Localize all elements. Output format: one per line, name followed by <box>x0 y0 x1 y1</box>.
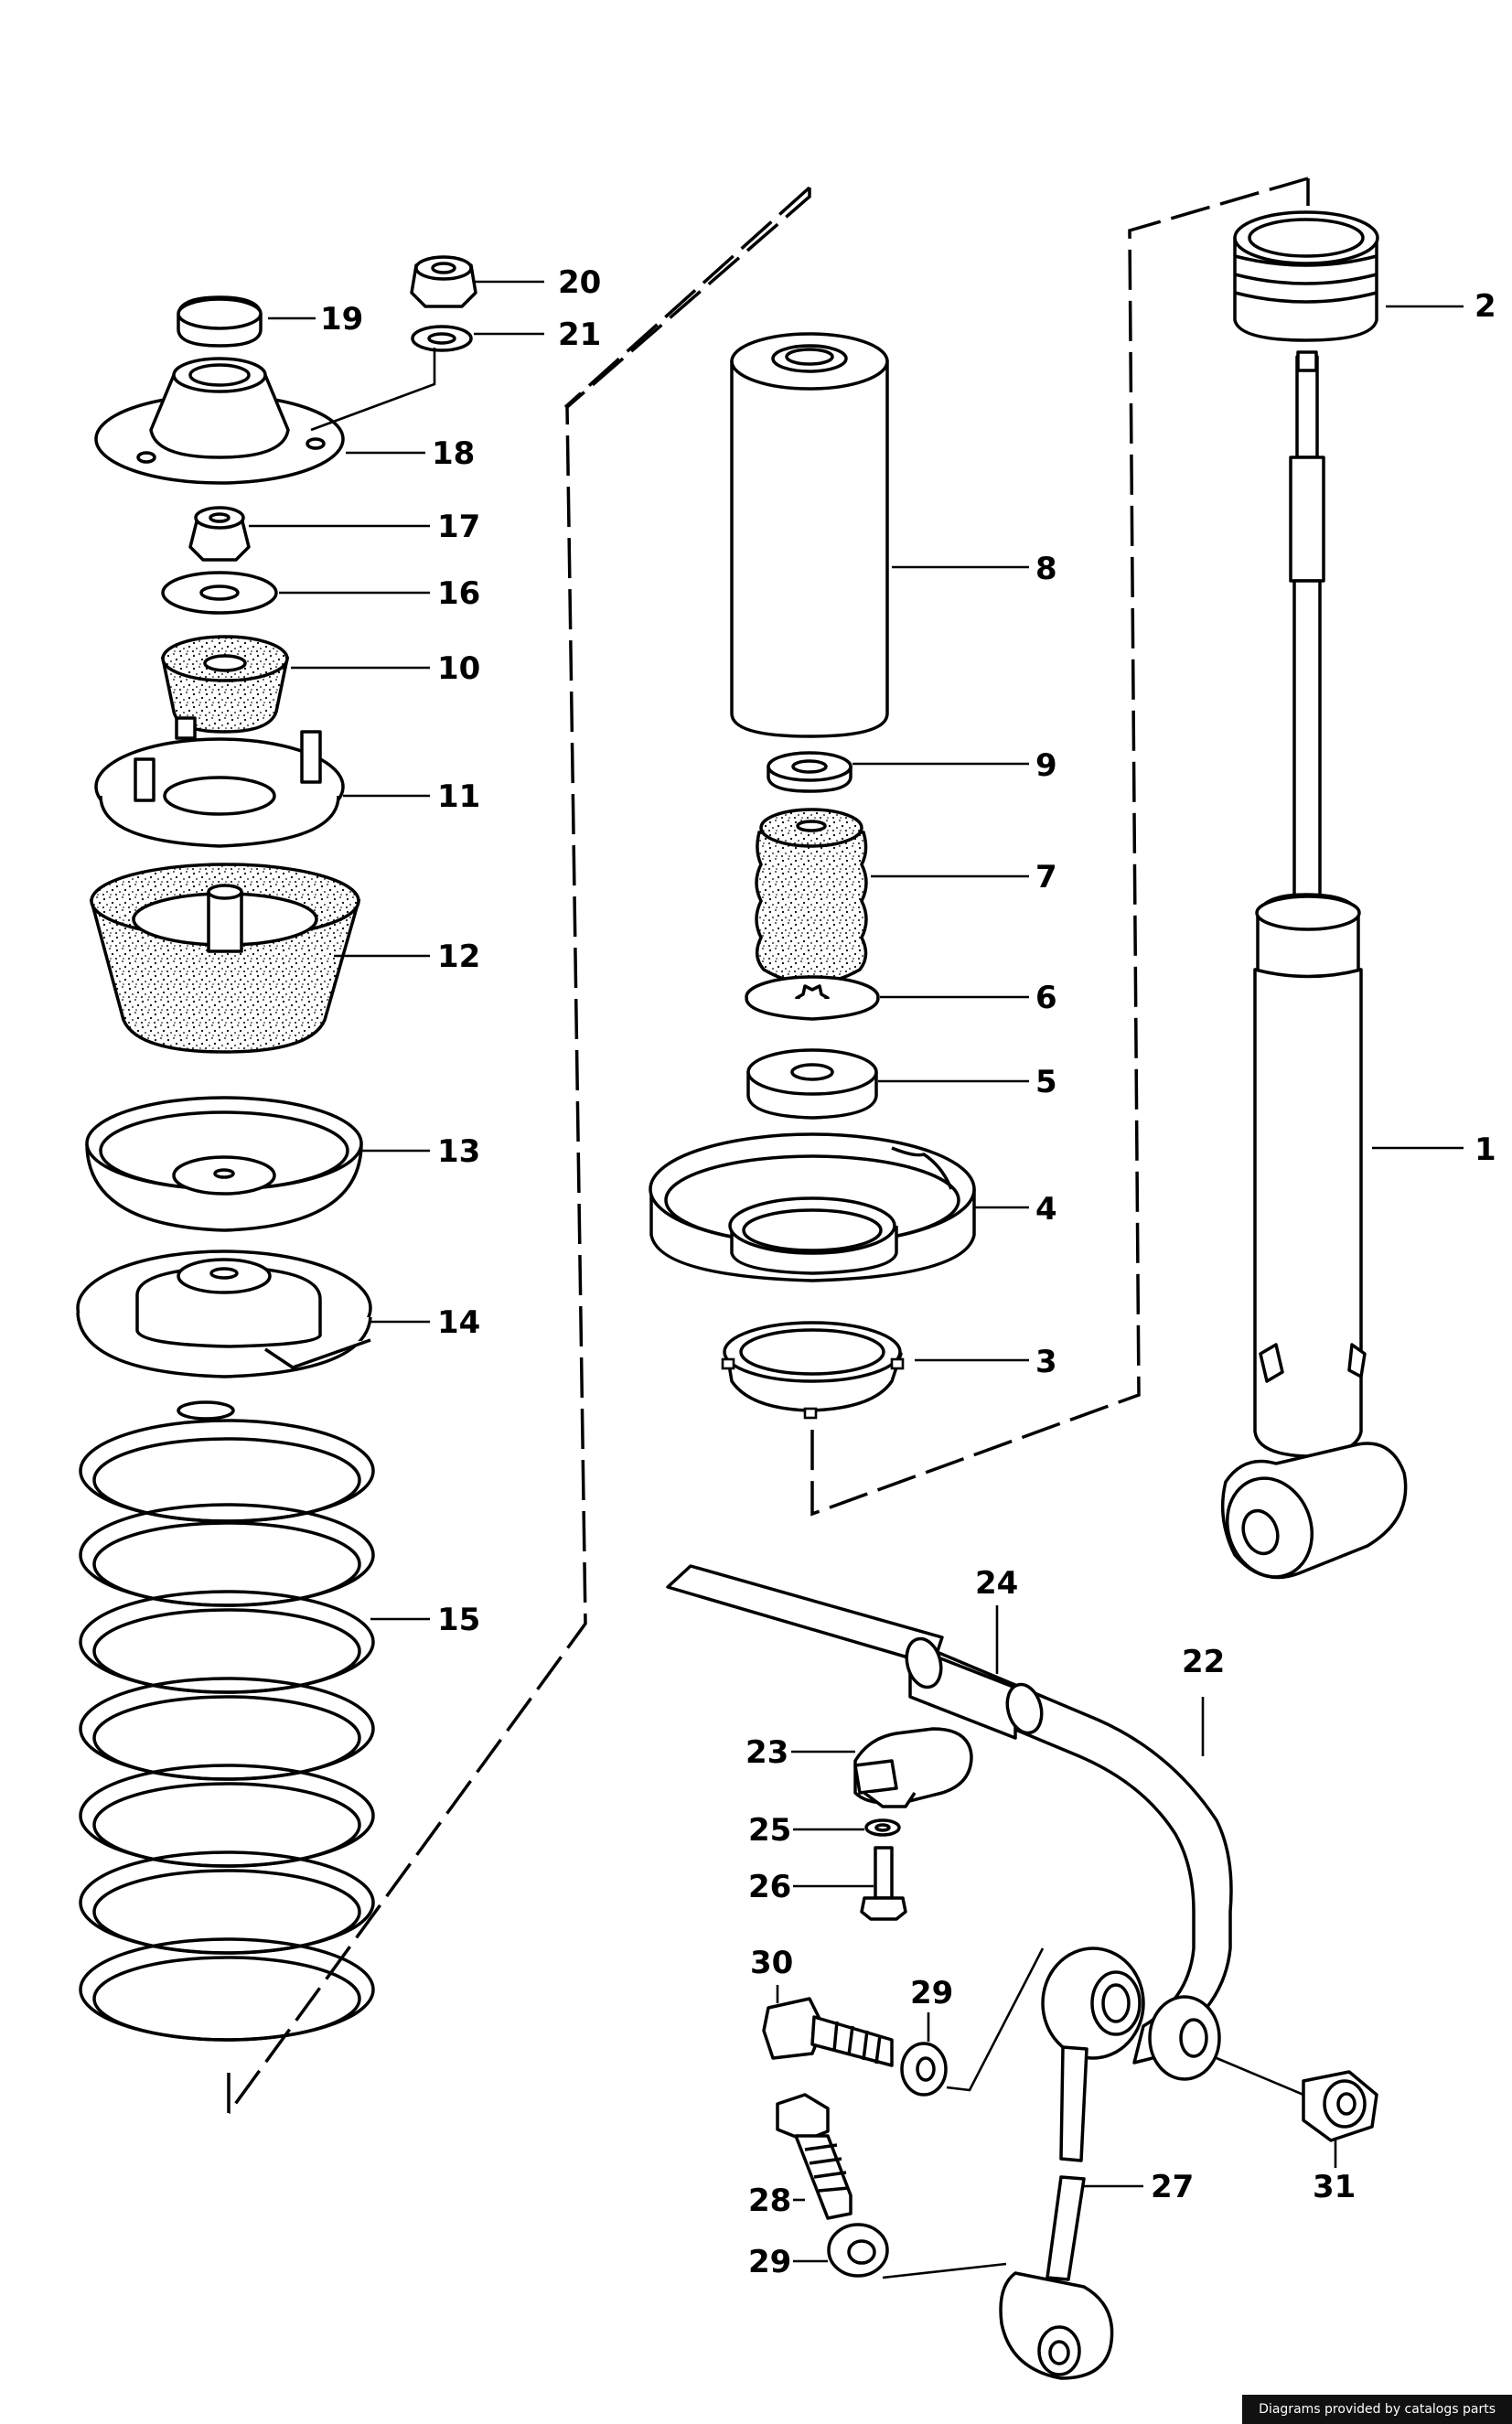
label-2: 2 <box>1474 288 1496 325</box>
label-13: 13 <box>437 1133 480 1170</box>
label-7: 7 <box>1035 859 1057 896</box>
label-18: 18 <box>432 435 475 472</box>
label-26: 26 <box>748 1869 791 1905</box>
part-10-rubber-cushion <box>160 635 290 740</box>
label-22: 22 <box>1182 1644 1225 1680</box>
assembly-dash-lines <box>227 177 1310 2115</box>
part-26-bolt <box>860 1846 907 1921</box>
label-6: 6 <box>1035 980 1057 1016</box>
part-13-spring-cup <box>85 1096 363 1232</box>
part-20-nut <box>410 255 477 308</box>
part-25-washer <box>864 1818 901 1837</box>
part-4-spring-plate <box>649 1132 976 1282</box>
label-25: 25 <box>748 1812 791 1849</box>
part-23-clamp <box>853 1727 973 1808</box>
label-11: 11 <box>437 778 480 815</box>
label-4: 4 <box>1035 1191 1057 1228</box>
part-29-washer-upper <box>900 2042 948 2097</box>
part-3-retaining-ring <box>721 1321 905 1420</box>
part-6-star-washer <box>745 975 880 1021</box>
label-12: 12 <box>437 938 480 975</box>
label-10: 10 <box>437 650 480 687</box>
part-8-dust-boot <box>730 332 889 738</box>
part-19-cap <box>177 295 263 348</box>
label-1: 1 <box>1474 1132 1496 1168</box>
label-31: 31 <box>1313 2169 1356 2205</box>
part-9-bushing <box>767 751 853 793</box>
label-16: 16 <box>437 575 480 612</box>
label-20: 20 <box>558 264 601 301</box>
part-14-spring-seat <box>76 1250 372 1378</box>
label-15: 15 <box>437 1602 480 1638</box>
part-27-drop-link <box>999 1947 1145 2380</box>
part-5-ring <box>746 1048 878 1120</box>
part-21-washer <box>411 325 473 352</box>
label-8: 8 <box>1035 551 1057 587</box>
label-29: 29 <box>910 1975 953 2011</box>
label-23: 23 <box>745 1734 788 1771</box>
label-19: 19 <box>320 301 363 338</box>
part-7-bump-rubber <box>755 808 868 985</box>
label-27: 27 <box>1151 2169 1194 2205</box>
part-2-upper-cup <box>1233 210 1379 342</box>
label-21: 21 <box>558 316 601 353</box>
footer-credit: Diagrams provided by catalogs parts <box>1242 2395 1512 2424</box>
label-3: 3 <box>1035 1344 1057 1380</box>
part-28-bolt <box>776 2093 853 2220</box>
label-29-lower: 29 <box>748 2244 791 2280</box>
part-29-washer-lower <box>827 2223 889 2278</box>
part-18-top-mount <box>94 357 345 485</box>
part-11-stud-plate <box>94 730 345 848</box>
part-1-shock-absorber <box>1220 350 1408 1580</box>
part-16-washer <box>161 571 278 615</box>
part-30-bolt <box>762 1997 894 2067</box>
label-28: 28 <box>748 2183 791 2219</box>
label-24: 24 <box>975 1565 1018 1602</box>
label-17: 17 <box>437 509 480 545</box>
part-12-bump-stop <box>89 863 361 1054</box>
label-30: 30 <box>750 1945 793 1981</box>
label-5: 5 <box>1035 1064 1057 1100</box>
part-bar-end-bushing <box>1148 1995 1221 2081</box>
callout-labels: 1 2 3 4 5 6 7 8 9 10 11 12 13 14 15 16 1… <box>320 264 1496 2280</box>
label-14: 14 <box>437 1304 480 1341</box>
part-31-nut <box>1302 2070 1378 2142</box>
part-24-bar-bushing <box>905 1636 1044 1740</box>
leader-lines <box>249 280 1464 2279</box>
label-9: 9 <box>1035 747 1057 784</box>
part-15-coil-spring <box>79 1400 375 2042</box>
part-17-nut <box>188 506 251 562</box>
